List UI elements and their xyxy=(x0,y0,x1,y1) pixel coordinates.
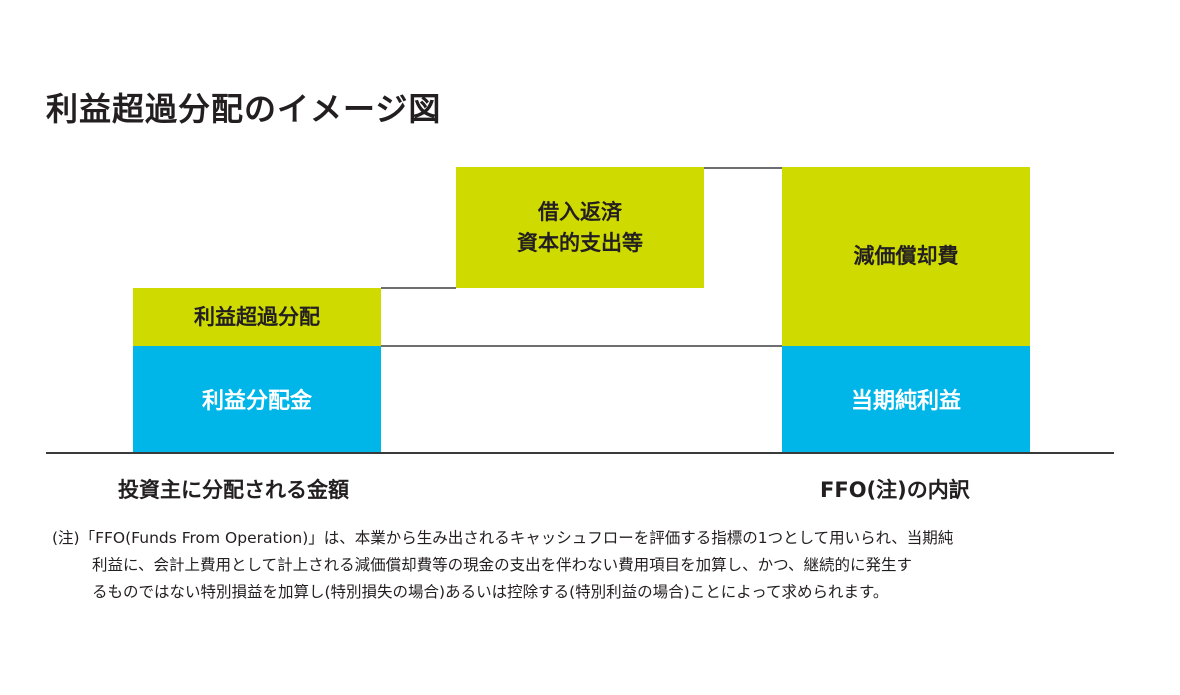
left-column-label: 投資主に分配される金額 xyxy=(118,478,349,502)
profit-distribution-block: 利益分配金 xyxy=(133,346,381,452)
diagram-title: 利益超過分配のイメージ図 xyxy=(46,90,442,128)
footnote-line-2: 利益に、会計上費用として計上される減価償却費等の現金の支出を伴わない費用項目を加… xyxy=(92,556,912,574)
excess-distribution-label: 利益超過分配 xyxy=(194,304,320,329)
connector-distribution-netincome xyxy=(381,345,782,347)
footnote-line-3: るものではない特別損益を加算し(特別損失の場合)あるいは控除する(特別利益の場合… xyxy=(92,583,889,601)
connector-top-excess xyxy=(381,287,456,289)
profit-distribution-label: 利益分配金 xyxy=(201,389,312,414)
repayment-capex-block: 借入返済 資本的支出等 xyxy=(456,167,704,288)
repayment-label: 借入返済 xyxy=(538,200,622,225)
right-column-label: FFO(注)の内訳 xyxy=(820,478,970,502)
net-income-block: 当期純利益 xyxy=(782,346,1030,452)
excess-distribution-block: 利益超過分配 xyxy=(133,288,381,346)
diagram-baseline xyxy=(46,452,1114,454)
footnote-line-1: (注)「FFO(Funds From Operation)」は、本業から生み出さ… xyxy=(52,529,954,547)
net-income-label: 当期純利益 xyxy=(850,389,961,414)
capex-label: 資本的支出等 xyxy=(517,230,643,255)
depreciation-block: 減価償却費 xyxy=(782,167,1030,346)
depreciation-label: 減価償却費 xyxy=(853,244,959,269)
footnote: (注)「FFO(Funds From Operation)」は、本業から生み出さ… xyxy=(52,525,1132,606)
connector-top-repayment xyxy=(704,167,782,169)
